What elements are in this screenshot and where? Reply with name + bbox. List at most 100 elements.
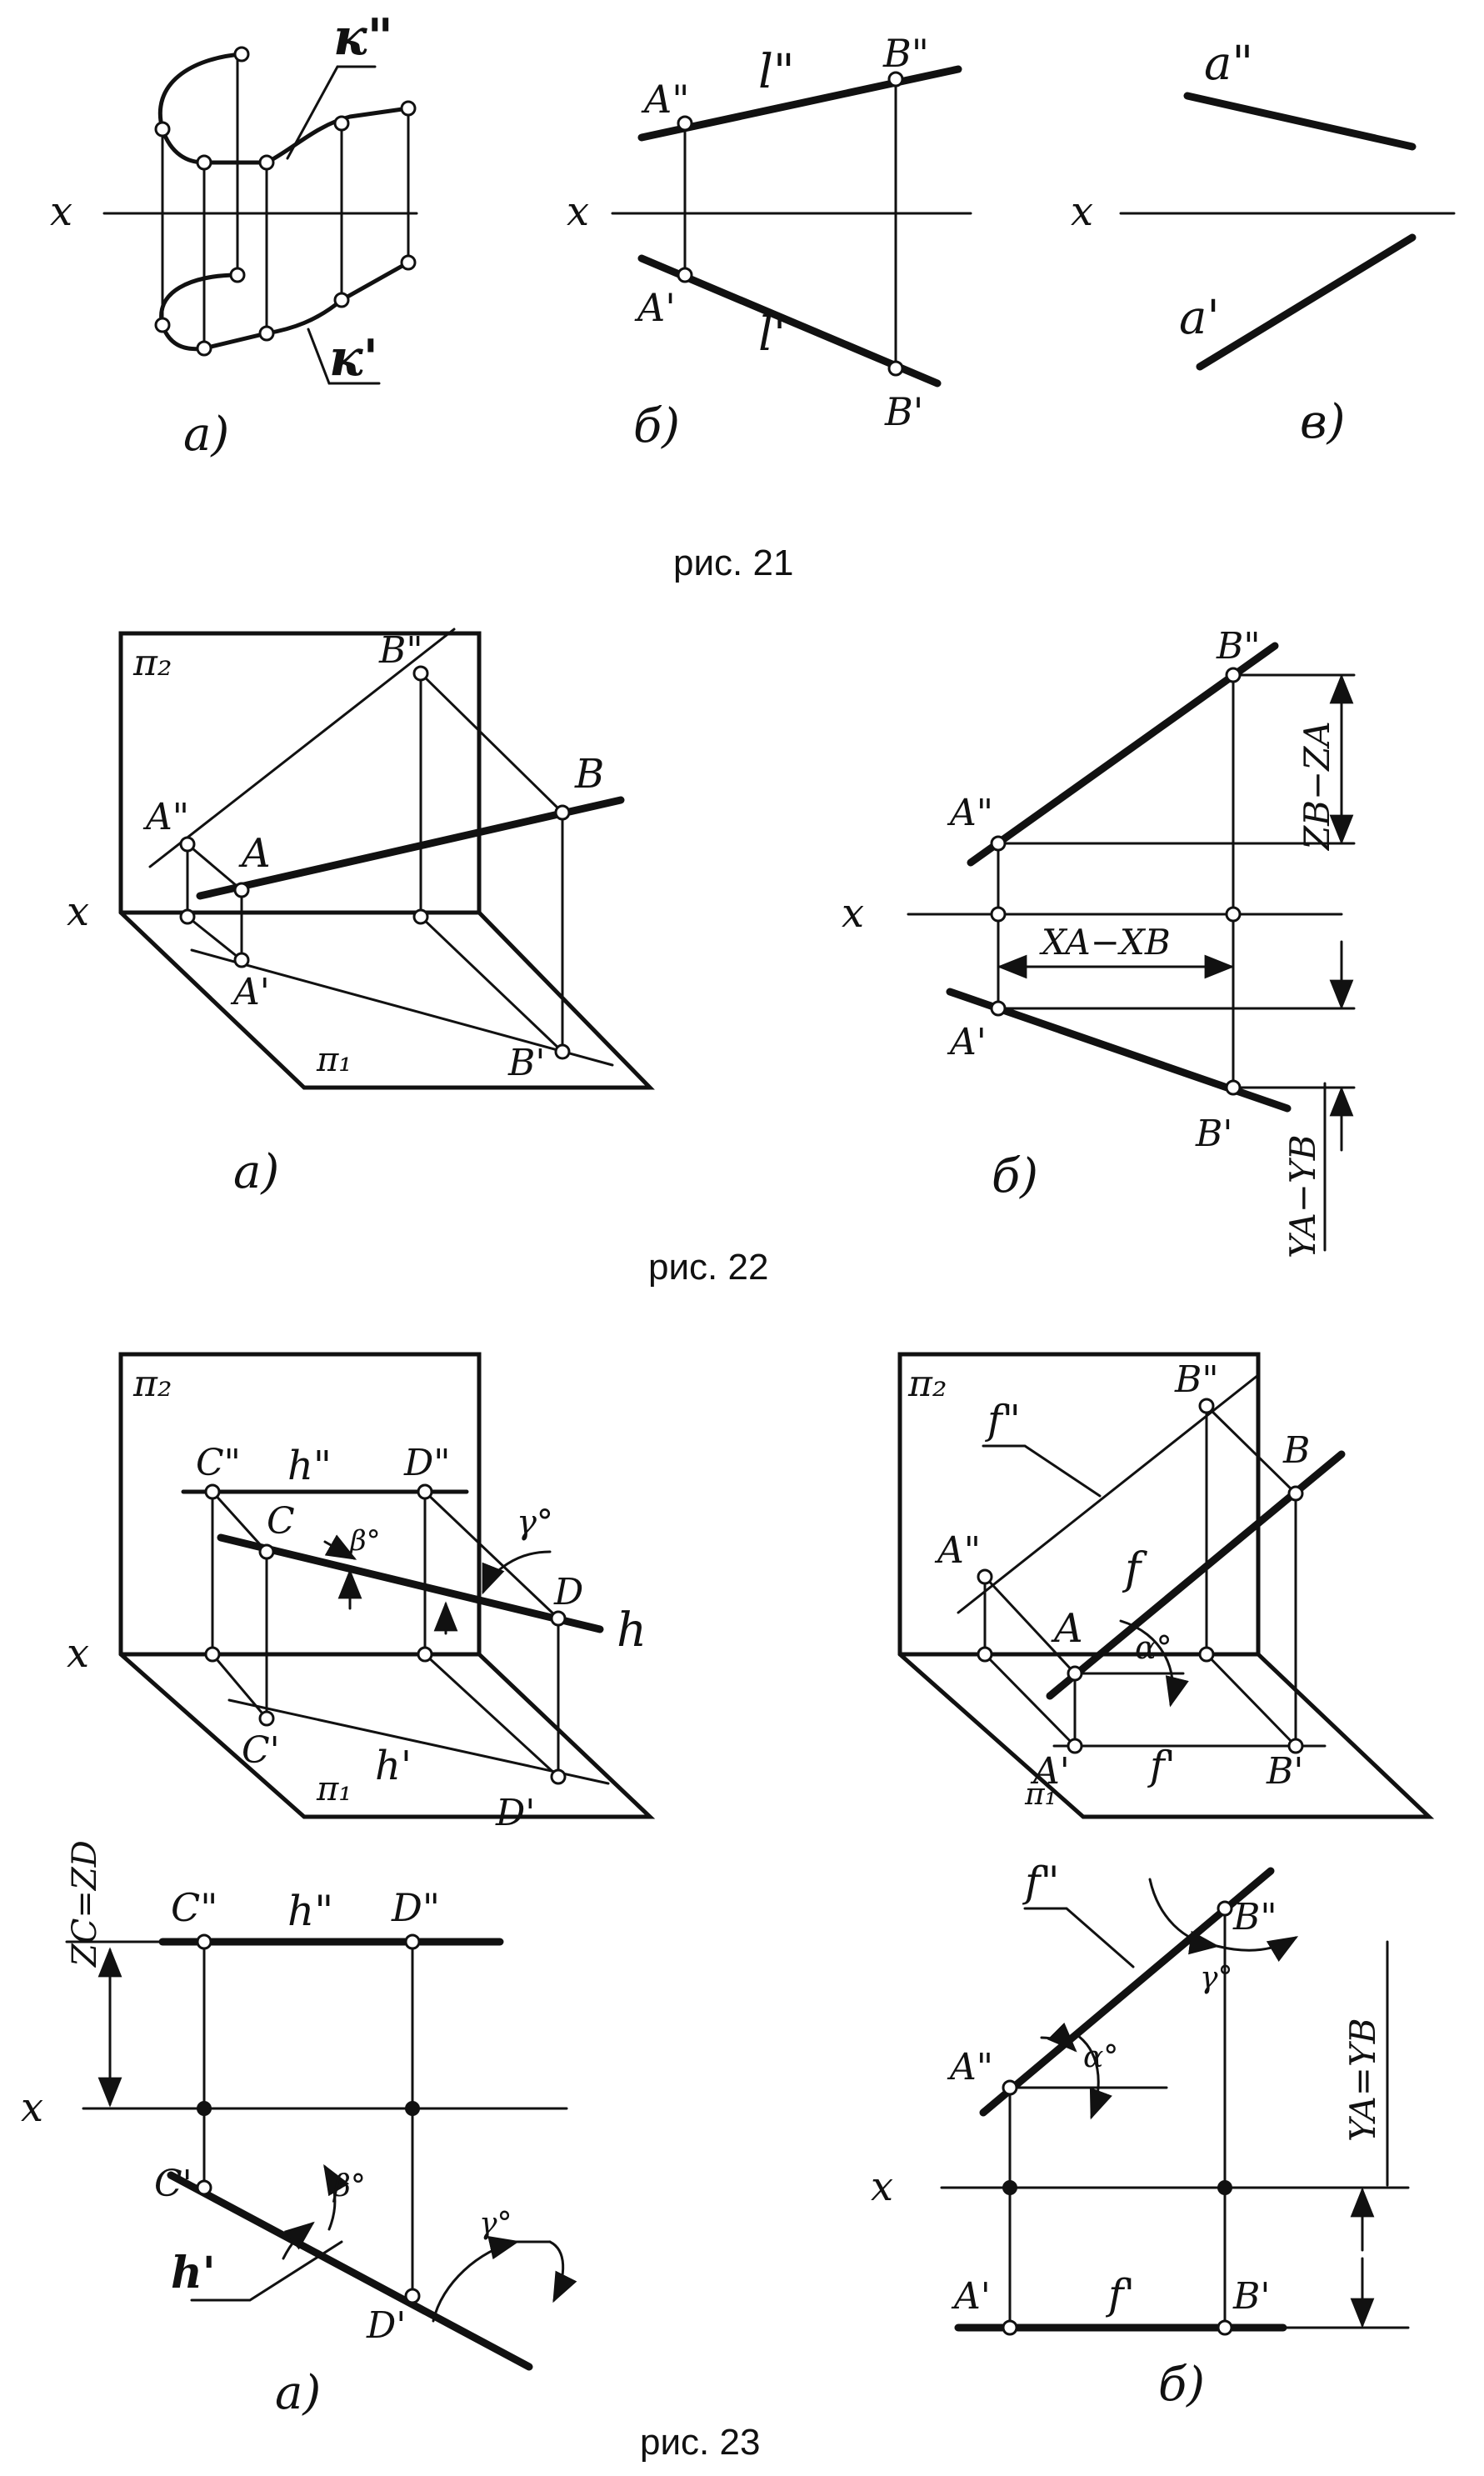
fig23c-dim-zcd: ZC=ZD xyxy=(66,1840,104,1968)
fig21a-link-lines xyxy=(161,53,410,350)
fig23-caption: рис. 23 xyxy=(640,2422,760,2463)
fig23b-label-A: A xyxy=(1051,1605,1083,1652)
fig23c-points xyxy=(196,1933,421,2304)
fig21b-label-l1: l' xyxy=(758,308,786,362)
fig21v-a2-line xyxy=(1183,92,1417,151)
fig22a-label-A: A xyxy=(238,830,271,877)
fig22a-AB-line xyxy=(196,796,625,900)
fig23a-angle-marks xyxy=(323,1534,552,1635)
fig23a-h-line xyxy=(217,1533,604,1633)
fig23d-label-f1: f' xyxy=(1105,2270,1135,2318)
fig23-a-epure-horizontal: x ZC=ZD C" h" D" C' β° γ° h' D' а) xyxy=(21,1840,577,2420)
fig21a-caption-letter: а) xyxy=(183,408,229,462)
fig23b-label-B2: B" xyxy=(1174,1358,1219,1401)
fig23d-label-A1: A' xyxy=(951,2275,991,2318)
fig21v-label-a1: a' xyxy=(1179,291,1220,345)
fig23d-caption-letter: б) xyxy=(1158,2358,1205,2412)
fig23d-dim-yab: YA=YB xyxy=(1342,2018,1383,2142)
fig23d-points xyxy=(1002,1900,1233,2336)
fig23c-label-beta: β° xyxy=(332,2169,366,2203)
fig21a-k1-label: к' xyxy=(329,329,378,388)
fig21b-label-l2: l" xyxy=(758,45,795,99)
fig23b-points xyxy=(977,1398,1304,1754)
fig23d-label-gamma: γ° xyxy=(1200,1961,1233,1995)
fig22b-dimension-lines xyxy=(997,673,1356,1252)
fig21a-k1-leader xyxy=(307,328,381,385)
fig22b-axis-label: x xyxy=(842,890,864,937)
fig21b-caption-letter: б) xyxy=(633,399,680,453)
fig23a-label-pi2: π₂ xyxy=(132,1363,172,1405)
fig23b-label-f2: f" xyxy=(985,1397,1021,1443)
fig22a-label-pi1: π₁ xyxy=(316,1041,352,1079)
fig23a-label-gamma: γ° xyxy=(517,1503,553,1542)
fig23c-axis-label: x xyxy=(21,2084,43,2131)
fig23c-h1-line xyxy=(167,2171,533,2371)
fig23b-f2-line xyxy=(957,1373,1260,1614)
fig21a-points xyxy=(154,46,417,357)
fig23c-caption-letter: а) xyxy=(275,2366,321,2420)
fig22b-A2B2-line xyxy=(967,642,1279,867)
fig22a-label-B2: B" xyxy=(378,629,423,672)
fig21b-label-B2: B" xyxy=(882,31,929,76)
fig23a-plane-pi1 xyxy=(118,1652,656,1819)
fig21-v-line-projections: x a" a' в) xyxy=(1071,37,1456,449)
fig22b-label-A1: A' xyxy=(947,1021,987,1063)
fig23c-label-C2: C" xyxy=(171,1885,217,1930)
fig23b-label-A2: A" xyxy=(934,1529,981,1572)
fig23a-label-D: D xyxy=(553,1571,583,1613)
fig23d-label-f2: f" xyxy=(1022,1858,1060,1906)
fig23d-axis-label: x xyxy=(871,2163,893,2210)
fig22b-label-B1: B' xyxy=(1195,1113,1232,1155)
fig23a-axis-label: x xyxy=(67,1630,89,1677)
fig21v-a1-line xyxy=(1196,233,1417,371)
fig23a-label-C1: C' xyxy=(242,1729,280,1772)
fig23d-label-alpha: α° xyxy=(1083,2040,1118,2074)
fig23a-projectors xyxy=(211,1490,560,1778)
fig23c-label-h1: h' xyxy=(171,2248,216,2298)
fig23b-plane-pi1 xyxy=(897,1652,1435,1819)
fig23b-label-B: B xyxy=(1282,1429,1310,1472)
fig23c-label-D1: D' xyxy=(366,2304,406,2347)
fig22a-caption-letter: а) xyxy=(233,1145,279,1199)
fig21b-label-A2: A" xyxy=(641,77,689,122)
fig23c-h1-leader xyxy=(190,2240,343,2302)
fig23b-f2-leader xyxy=(982,1444,1102,1498)
fig23-a-spatial-horizontal: π₂ π₁ x C" h" D" C xyxy=(67,1352,656,1834)
fig23c-label-D2: D" xyxy=(391,1885,440,1930)
fig21-caption: рис. 21 xyxy=(673,543,793,583)
fig21b-l2-line xyxy=(637,65,962,142)
fig22a-projectors xyxy=(186,672,564,1053)
fig23a-label-h2: h" xyxy=(287,1443,332,1489)
fig22a-plane-pi2 xyxy=(118,631,482,915)
fig21-b-line-projections: x A" l" B" A' l' B' б) xyxy=(567,31,972,453)
fig23a-label-h: h xyxy=(617,1603,647,1658)
fig21b-label-B1: B' xyxy=(884,389,923,434)
fig23a-label-beta: β° xyxy=(348,1524,381,1558)
fig21b-point-A1 xyxy=(677,267,693,283)
fig22a-A2B2-line xyxy=(148,628,456,868)
fig23a-h1-line xyxy=(227,1698,610,1785)
fig21a-k1-curve xyxy=(159,260,411,352)
fig21a-axis-label: x xyxy=(50,188,72,235)
fig23a-points xyxy=(204,1483,567,1785)
fig22a-points xyxy=(179,665,571,1060)
fig21a-k2-label: к" xyxy=(333,8,393,67)
fig23-b-spatial-frontal: π₂ π₁ B" B f" A" f A xyxy=(897,1352,1435,1819)
fig23b-label-f: f xyxy=(1122,1544,1147,1594)
fig22b-label-A2: A" xyxy=(947,792,993,834)
fig23b-label-alpha: α° xyxy=(1135,1629,1172,1666)
fig23b-label-B1: B' xyxy=(1266,1750,1303,1793)
fig21v-caption-letter: в) xyxy=(1300,395,1345,449)
fig23c-angle-marks xyxy=(282,2163,577,2323)
fig22a-A1B1-line xyxy=(190,948,614,1067)
fig22a-label-B1: B' xyxy=(507,1042,545,1084)
fig23c-label-C1: C' xyxy=(154,2163,192,2205)
fig21a-k2-curve xyxy=(157,52,411,165)
fig23b-projectors xyxy=(983,1404,1297,1748)
fig21b-point-B1 xyxy=(887,360,904,377)
fig23c-label-h2: h" xyxy=(287,1887,333,1935)
fig21b-axis-label: x xyxy=(567,188,589,235)
fig23a-label-C: C xyxy=(267,1500,295,1543)
fig22a-label-pi2: π₂ xyxy=(132,642,172,684)
